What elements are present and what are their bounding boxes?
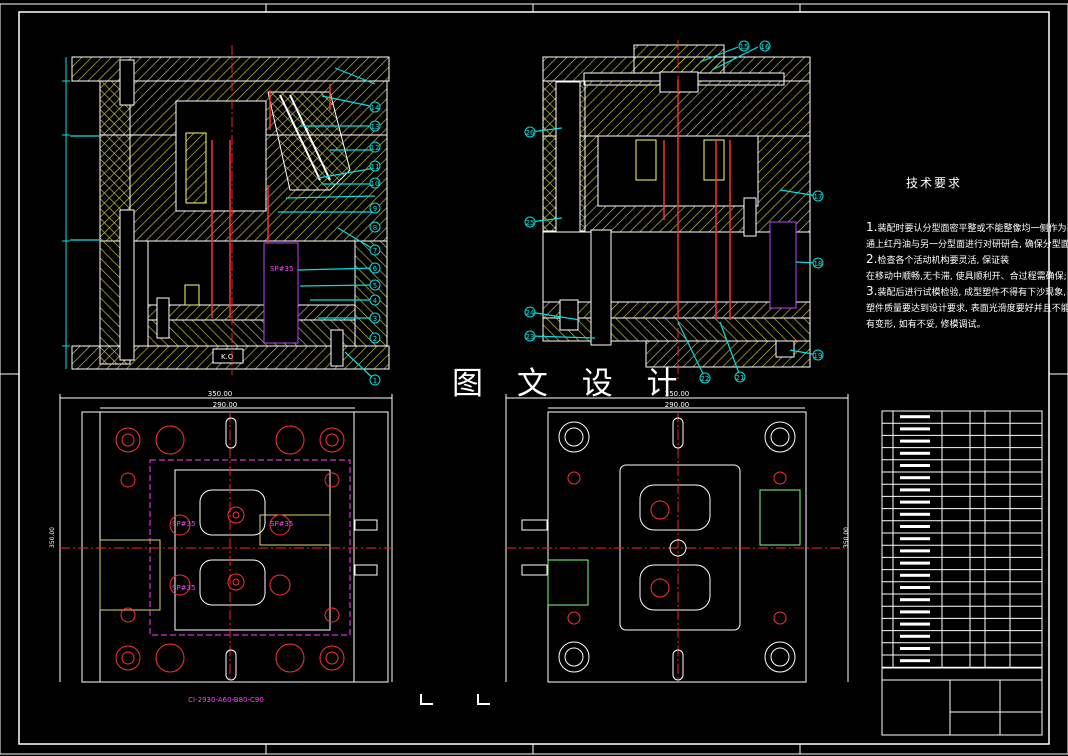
tech-requirements-title: 技术要求 [906, 176, 963, 190]
bom-cell-text [900, 647, 930, 650]
svg-text:15: 15 [740, 43, 749, 51]
left-section-view: SP#35 K.O 14 13 12 11 10 9 8 [62, 45, 390, 386]
left-balloons: 14 13 12 11 10 9 8 7 6 5 4 3 2 1 [369, 101, 381, 386]
svg-text:11: 11 [371, 163, 380, 171]
plan-label-1: SP#35 [270, 520, 293, 528]
plan-label-0: SP#35 [172, 520, 195, 528]
right-plan-dim-inner: 290.00 [665, 401, 690, 409]
left-view-label-0: SP#35 [270, 265, 293, 273]
bom-cell-text [900, 573, 930, 577]
left-plan-dim-inner: 290.00 [213, 401, 238, 409]
bom-cell-text [900, 415, 930, 419]
right-plan-dim-outer: 350.00 [665, 390, 690, 398]
bom-cell-text [900, 476, 930, 480]
svg-text:5: 5 [373, 282, 377, 290]
left-view-label-1: K.O [221, 353, 234, 361]
svg-text:25: 25 [526, 219, 535, 227]
bom-cell-text [900, 512, 930, 516]
plan-label-2: SP#35 [172, 584, 195, 592]
svg-text:23: 23 [526, 333, 535, 341]
bom-cell-text [900, 488, 930, 492]
mold-base-code: CI-2930-A60-B80-C90 [188, 696, 264, 704]
bom-table [881, 410, 1043, 736]
tech-line: 在移动中顺畅,无卡滞, 使具顺利开、合过程需确保; [866, 272, 1067, 282]
svg-text:13: 13 [371, 123, 380, 131]
corner-mark-left [420, 694, 433, 705]
right-section-view: 15 16 26 25 17 18 24 23 22 21 19 [524, 40, 824, 384]
bom-cell-text [900, 525, 930, 528]
svg-text:7: 7 [373, 247, 377, 255]
bom-cell-text [900, 464, 930, 467]
svg-text:21: 21 [736, 374, 745, 382]
bom-cell-text [900, 659, 930, 663]
svg-text:12: 12 [371, 144, 380, 152]
svg-text:4: 4 [373, 297, 378, 305]
svg-text:19: 19 [814, 352, 823, 360]
bom-redacted-text [900, 415, 930, 663]
tech-line: 3.装配后进行试模检验, 成型塑件不得有下沙现象, [866, 284, 1067, 298]
svg-text:18: 18 [814, 260, 823, 268]
svg-text:17: 17 [814, 193, 823, 201]
drawing-frame [0, 3, 1068, 755]
left-plan-dim-height: 350.00 [49, 527, 56, 548]
svg-text:10: 10 [371, 180, 380, 188]
tech-line: 通上红丹油与另一分型面进行对研研合, 确保分型面密合良好。 [866, 240, 1068, 250]
svg-text:24: 24 [526, 309, 535, 317]
tech-line: 塑件质量要达到设计要求, 表面光滑度要好并且不能 [866, 304, 1068, 314]
watermark: 图 文 设 计 [452, 366, 690, 402]
svg-text:9: 9 [373, 205, 377, 213]
right-plan-view: 350.00 290.00 350.00 [505, 390, 850, 683]
bom-cell-text [900, 500, 930, 504]
tech-line: 有变形, 如有不妥, 修模调试。 [866, 320, 986, 330]
bom-cell-text [900, 537, 930, 541]
tech-line: 2.检查各个活动机构要灵活, 保证装 [866, 252, 1010, 266]
bom-cell-text [900, 634, 930, 638]
svg-text:8: 8 [373, 224, 377, 232]
bom-cell-text [900, 549, 930, 553]
svg-text:14: 14 [371, 104, 380, 112]
svg-text:26: 26 [526, 129, 535, 137]
left-plan-dim-outer: 350.00 [208, 390, 233, 398]
tech-line: 1.装配时要认分型面密平整或不能整像均一侧作为基准, [866, 220, 1068, 234]
bom-cell-text [900, 451, 930, 455]
svg-text:22: 22 [701, 375, 710, 383]
right-plan-dim-height: 350.00 [843, 527, 850, 548]
svg-text:3: 3 [373, 315, 377, 323]
svg-text:2: 2 [373, 335, 377, 343]
svg-text:6: 6 [373, 265, 378, 273]
right-balloons: 15 16 26 25 17 18 24 23 22 21 19 [524, 40, 824, 384]
bom-cell-text [900, 610, 930, 614]
corner-mark-right [477, 694, 490, 705]
bom-cell-text [900, 598, 930, 602]
bom-cell-text [900, 427, 930, 431]
left-plan-view: 350.00 290.00 350.00 [49, 390, 393, 704]
bom-cell-text [900, 586, 930, 589]
bom-cell-text [900, 561, 930, 565]
bom-cell-text [900, 622, 930, 626]
bom-cell-text [900, 439, 930, 443]
svg-text:1: 1 [373, 377, 377, 385]
svg-text:16: 16 [761, 43, 770, 51]
